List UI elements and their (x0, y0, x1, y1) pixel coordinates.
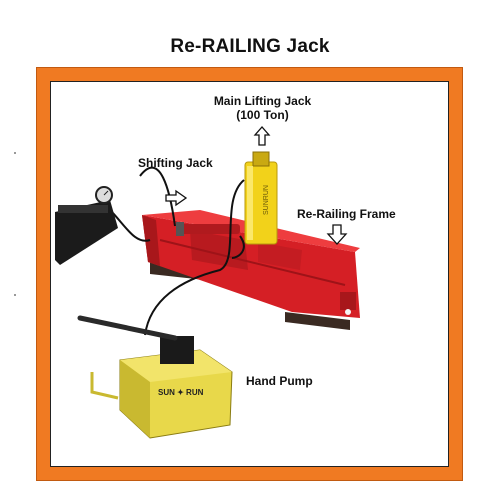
frame-pad-right (285, 312, 350, 330)
inner-frame (50, 81, 449, 467)
main-jack-highlight (247, 166, 253, 240)
label-main-lifting-jack: Main Lifting Jack (100 Ton) (205, 94, 320, 122)
stray-mark (14, 294, 16, 296)
hose-main (144, 179, 245, 336)
hand-pump-side (120, 360, 150, 438)
power-pack-top (58, 205, 108, 213)
main-jack-brand: SUNRUN (263, 185, 270, 215)
arrow-down-icon (326, 224, 348, 245)
hose-shifting (139, 166, 176, 227)
frame-hole (345, 309, 351, 315)
label-main-jack-line1: Main Lifting Jack (213, 94, 312, 108)
shifting-jack-body (180, 224, 240, 234)
shifting-jack-cap (176, 222, 184, 236)
power-pack-body (55, 200, 118, 265)
hand-pump-top (120, 350, 232, 382)
main-jack-ram (252, 151, 270, 167)
frame-edge-line (159, 239, 346, 286)
label-shifting-jack: Shifting Jack (138, 156, 213, 170)
hand-pump-head (160, 336, 194, 364)
label-hand-pump: Hand Pump (246, 374, 313, 388)
hose-fitting (231, 235, 245, 259)
gauge-needle (103, 190, 109, 196)
label-rerailing-frame: Re-Railing Frame (297, 207, 396, 221)
diagram-title: Re-RAILING Jack (170, 36, 330, 57)
arrow-up-icon (253, 126, 271, 146)
hand-pump-lever (77, 315, 178, 341)
arrow-right-icon (165, 189, 188, 207)
pump-brand: SUN ✦ RUN (158, 388, 204, 397)
rerailing-frame-end (142, 215, 160, 266)
hand-pump-handle-rail (90, 372, 119, 400)
rerailing-frame-slot (190, 230, 248, 270)
label-main-jack-line2: (100 Ton) (236, 108, 289, 122)
stray-mark (14, 152, 16, 154)
rerailing-frame-plate (258, 242, 302, 270)
rerailing-frame-endplate (340, 292, 356, 310)
